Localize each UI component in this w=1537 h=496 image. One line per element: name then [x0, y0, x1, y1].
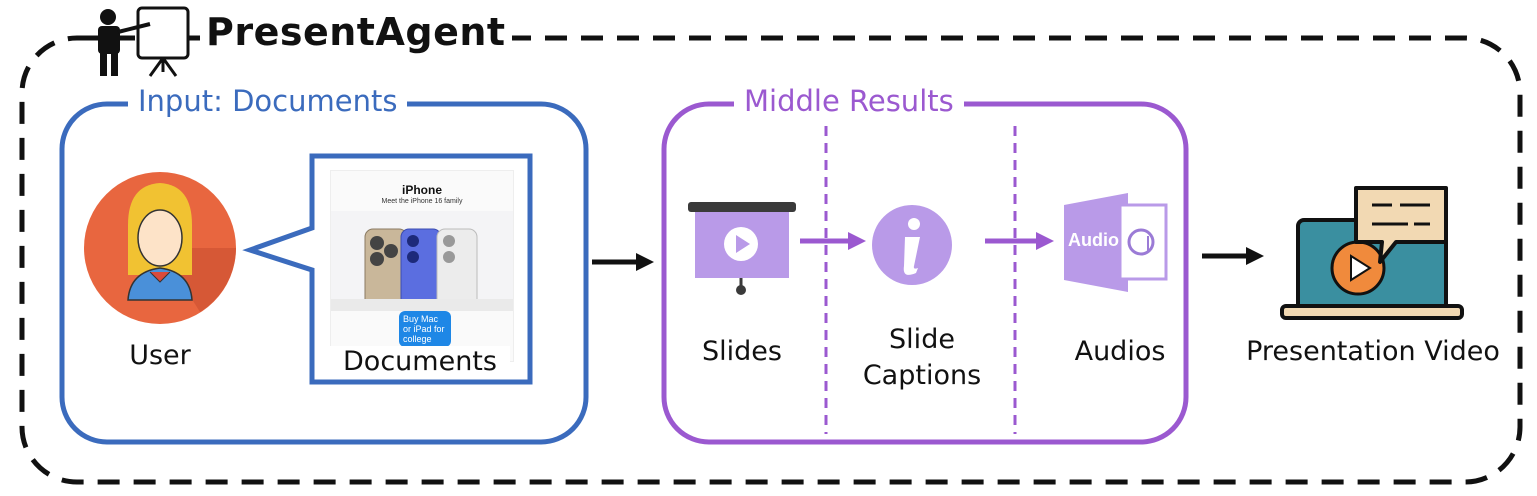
arrow-middle-to-output — [1202, 247, 1264, 265]
user-avatar-icon — [84, 172, 236, 324]
presentation-video-icon — [1280, 186, 1464, 320]
document-subheading: Meet the iPhone 16 family — [381, 198, 463, 205]
user-label: User — [129, 340, 191, 371]
info-icon — [872, 205, 952, 285]
presentation-video-label: Presentation Video — [1246, 336, 1500, 367]
document-promo: Buy Mac or iPad for college — [399, 311, 451, 347]
documents-label: Documents — [330, 346, 510, 377]
captions-label-line2: Captions — [862, 360, 982, 391]
slides-icon — [688, 202, 796, 295]
audio-icon-text: Audio — [1068, 230, 1119, 250]
presenter-icon — [98, 6, 190, 77]
diagram-title: PresentAgent — [200, 10, 512, 54]
outer-dashed-frame — [19, 35, 1523, 485]
phones-image — [331, 211, 513, 311]
audio-icon — [1064, 193, 1168, 292]
arrow-input-to-middle — [592, 253, 654, 271]
middle-group-title: Middle Results — [734, 84, 964, 118]
captions-label-line1: Slide — [889, 324, 955, 355]
slides-label: Slides — [702, 336, 782, 367]
audios-label: Audios — [1074, 336, 1166, 367]
arrow-slides-to-captions — [800, 232, 866, 250]
document-preview: iPhone Meet the iPhone 16 family Buy Mac… — [330, 170, 514, 362]
arrow-captions-to-audios — [985, 232, 1054, 250]
document-heading: iPhone — [401, 183, 442, 197]
input-group-title: Input: Documents — [128, 84, 408, 118]
